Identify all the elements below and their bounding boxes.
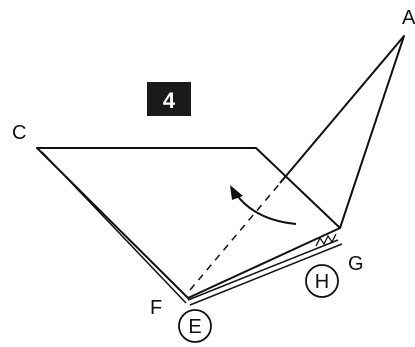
label-e: E xyxy=(188,316,201,338)
circled-label-h: H xyxy=(305,264,339,298)
label-c: C xyxy=(12,122,26,144)
circled-label-e: E xyxy=(178,309,212,343)
fold-line xyxy=(189,35,405,291)
label-g: G xyxy=(348,253,364,275)
bottom-layers xyxy=(187,233,343,306)
lower-layer-edge-left xyxy=(41,151,187,304)
label-f: F xyxy=(150,297,162,319)
curved-arrow-icon xyxy=(230,185,297,225)
label-a: A xyxy=(402,7,415,29)
step-number: 4 xyxy=(163,88,176,113)
step-badge-box xyxy=(147,82,191,116)
raised-flap-edge xyxy=(279,35,405,229)
label-h: H xyxy=(315,271,329,293)
step-badge: 4 xyxy=(147,82,191,116)
